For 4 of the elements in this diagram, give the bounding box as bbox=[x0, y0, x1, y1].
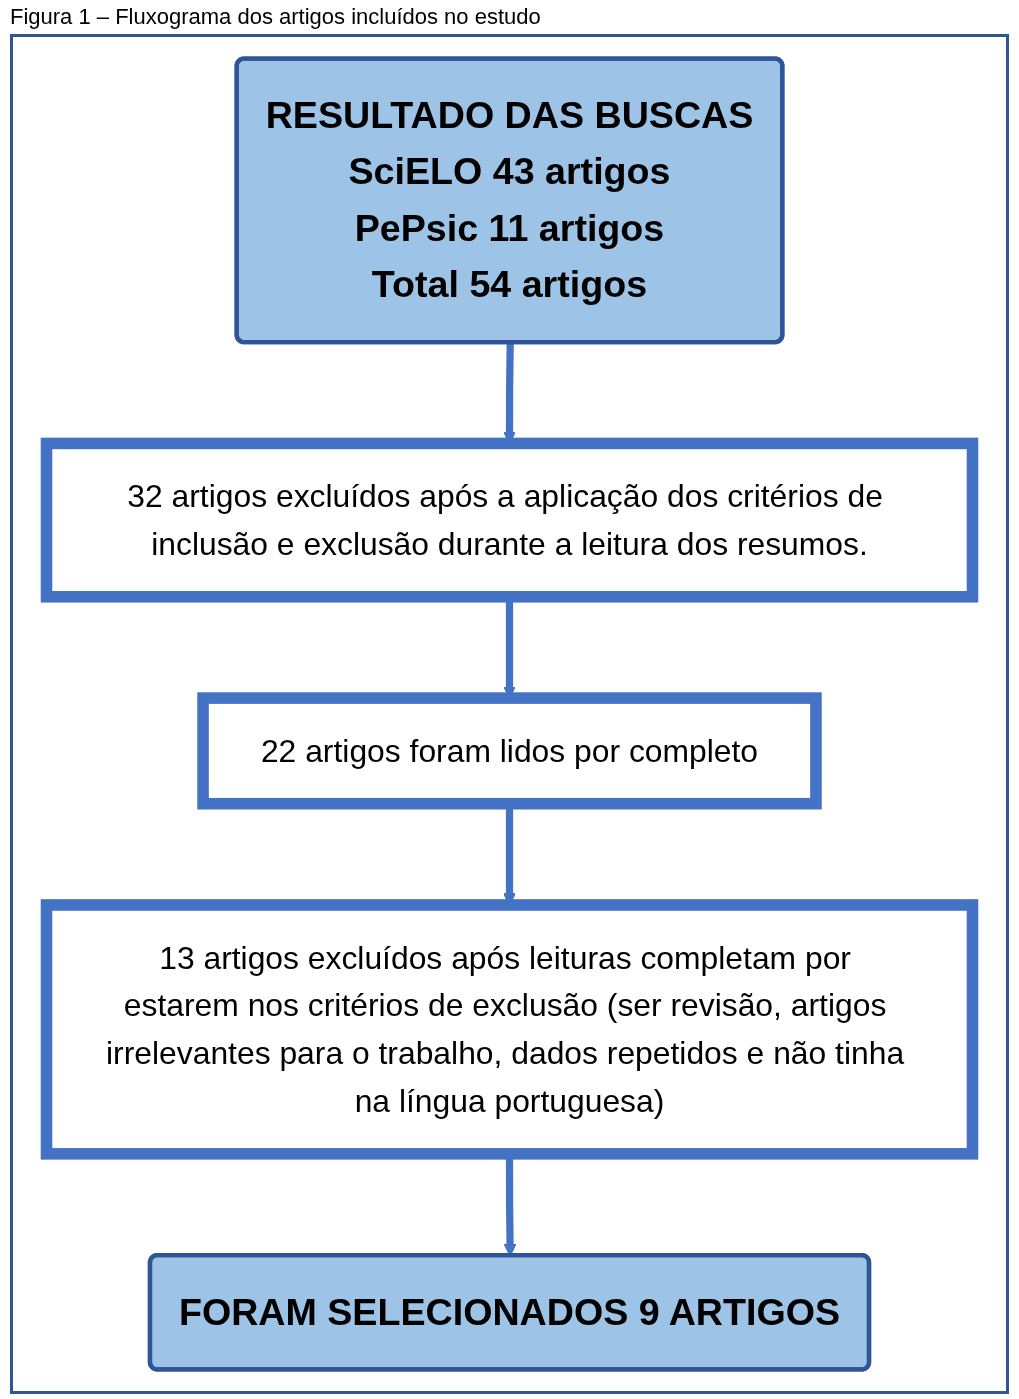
node-box: 13 artigos excluídos após leituras completam por estarem nos critérios de exclusão (ser revisão, artigos irrelevantes para o trabalho, dados repetidos e não tinha na língua portuguesa) bbox=[40, 899, 979, 1160]
node-box: 22 artigos foram lidos por completo bbox=[197, 692, 822, 810]
figure-title: Figura 1 – Fluxograma dos artigos incluídos no estudo bbox=[9, 3, 542, 31]
node-box: 32 artigos excluídos após a aplicação dos critérios de inclusão e exclusão durante a leitura dos resumos. bbox=[40, 437, 979, 603]
